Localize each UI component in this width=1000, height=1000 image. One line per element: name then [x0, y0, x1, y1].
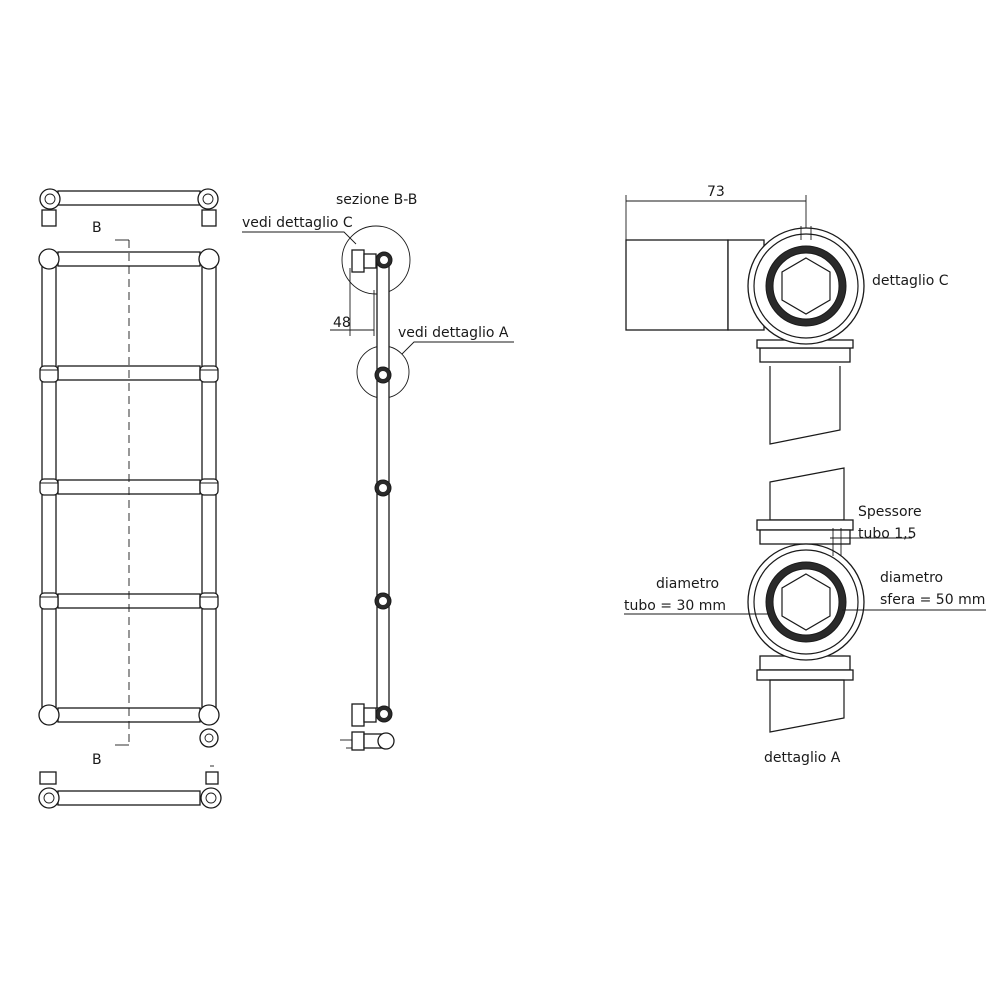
- front-view: B B: [38, 188, 222, 809]
- tube-diameter-line1: diametro: [656, 576, 719, 592]
- detail-c-leader: [242, 231, 357, 245]
- section-title: sezione B-B: [336, 192, 417, 208]
- tube-diameter-line2: tubo = 30 mm: [624, 598, 726, 614]
- detail-a-leader: [401, 341, 514, 355]
- thickness-label-line2: tubo 1,5: [858, 526, 917, 542]
- detail-a-title: dettaglio A: [764, 750, 841, 766]
- detail-a: Spessore tubo 1,5 diametro tubo = 30 mm …: [624, 467, 986, 766]
- section-mark-bottom: B: [92, 752, 102, 768]
- detail-c-callout-circle: [341, 225, 411, 295]
- offset-dimension-value: 48: [333, 315, 351, 331]
- sphere-diameter-line1: diametro: [880, 570, 943, 586]
- sphere-diameter-line2: sfera = 50 mm: [880, 592, 985, 608]
- detail-c: 73 dettaglio C: [625, 184, 949, 445]
- wall-stub: [625, 239, 729, 331]
- see-detail-c-label: vedi dettaglio C: [242, 215, 353, 231]
- thickness-label-line1: Spessore: [858, 504, 922, 520]
- bottom-plan-bar: [38, 765, 222, 809]
- section-line: [115, 239, 130, 746]
- detail-c-dimension: 73: [707, 184, 725, 200]
- offset-dimension: [330, 268, 375, 336]
- detail-c-title: dettaglio C: [872, 273, 949, 289]
- section-mark-top: B: [92, 220, 102, 236]
- see-detail-a-label: vedi dettaglio A: [398, 325, 509, 341]
- top-plan-bar: [39, 188, 219, 227]
- section-view: sezione B-B vedi dettaglio C: [242, 192, 514, 751]
- joint-spheres: [38, 248, 220, 748]
